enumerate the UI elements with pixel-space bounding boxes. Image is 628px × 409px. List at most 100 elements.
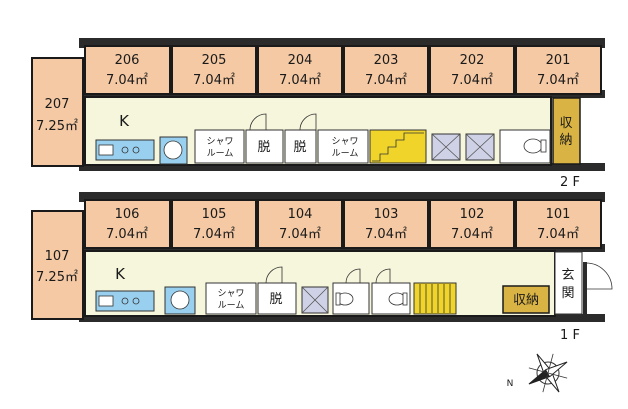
room-204-number: 204 [288, 53, 313, 68]
stove-icon-2f-a [121, 146, 129, 154]
storage-2f-line2: 納 [559, 133, 572, 148]
door-swing-1f-2 [345, 268, 361, 284]
staircase-2f [369, 129, 427, 164]
shower-2f-1-line1: シャワ [206, 137, 233, 147]
room-204-area: 7.04㎡ [279, 73, 321, 88]
shower-2f-2-line1: シャワ [331, 137, 358, 147]
wall-1f-top [79, 192, 605, 202]
room-207 [31, 57, 84, 167]
entrance-door-swing [585, 262, 613, 290]
room-203-number: 203 [374, 53, 399, 68]
wall-2f-top [79, 38, 605, 48]
room-101-area: 7.04㎡ [537, 227, 579, 242]
shaft-2f-1-cross-icon [431, 133, 461, 161]
room-107-number: 107 [45, 249, 70, 264]
sink-1f [98, 295, 114, 307]
shower-room-1f [205, 282, 257, 315]
room-202-number: 202 [460, 53, 485, 68]
floor-label-2f: 2 F [560, 175, 580, 190]
room-104-area: 7.04㎡ [279, 227, 321, 242]
shower-2f-2-line2: ルーム [332, 148, 359, 159]
wall-1f-bottom [79, 314, 605, 322]
room-104 [257, 199, 343, 249]
room-207-number: 207 [45, 97, 70, 112]
room-207-area: 7.25㎡ [36, 119, 78, 134]
room-103-number: 103 [374, 207, 399, 222]
room-106-area: 7.04㎡ [106, 227, 148, 242]
wall-2f-bottom [79, 163, 605, 171]
toilet-icon-2f [523, 138, 543, 154]
room-102-area: 7.04㎡ [451, 227, 493, 242]
room-205 [171, 45, 257, 95]
storage-1f-label: 収納 [513, 293, 539, 308]
room-203 [343, 45, 429, 95]
changing-room-1f [257, 282, 297, 315]
compass-rose [528, 353, 568, 393]
entrance-1f [554, 251, 583, 315]
washer-drum-icon-2f [163, 140, 183, 160]
toilet-tank-icon-1f-1 [335, 292, 341, 306]
kitchen-1f-label: K [115, 265, 126, 283]
room-107-area: 7.25㎡ [36, 270, 78, 285]
sink-2f [98, 144, 114, 156]
room-201-number: 201 [546, 53, 571, 68]
room-101-number: 101 [546, 207, 571, 222]
entrance-line1: 玄 [561, 268, 574, 283]
storage-2f-line1: 収 [559, 116, 572, 131]
shower-2f-1-line2: ルーム [207, 148, 234, 159]
wall-1f-right [583, 262, 587, 314]
stove-icon-1f-a [121, 297, 129, 305]
toilet-tank-icon-1f-2 [402, 292, 408, 306]
rooms-2f: 206 7.04㎡ 205 7.04㎡ 204 7.04㎡ 203 7.04㎡ … [84, 45, 602, 95]
room-102-number: 102 [460, 207, 485, 222]
room-103-area: 7.04㎡ [365, 227, 407, 242]
shaft-2f-2-cross-icon [465, 133, 495, 161]
compass-north-arrow-icon [528, 369, 550, 384]
room-204 [257, 45, 343, 95]
stove-icon-2f-b [132, 146, 140, 154]
room-205-number: 205 [202, 53, 227, 68]
room-105-area: 7.04㎡ [193, 227, 235, 242]
door-swing-1f-3 [375, 268, 391, 284]
room-205-area: 7.04㎡ [193, 73, 235, 88]
room-101 [515, 199, 602, 249]
rooms-1f: 106 7.04㎡ 105 7.04㎡ 104 7.04㎡ 103 7.04㎡ … [84, 199, 602, 249]
room-201 [515, 45, 602, 95]
stove-icon-1f-b [132, 297, 140, 305]
room-105 [171, 199, 257, 249]
floor-label-1f: 1 F [560, 328, 580, 343]
compass-diagonals [528, 353, 568, 393]
kitchen-2f-label: K [119, 112, 130, 130]
stair-steps-icon-1f [419, 284, 451, 313]
changing-1f-label: 脱 [269, 292, 282, 307]
room-206 [84, 45, 171, 95]
room-201-area: 7.04㎡ [537, 73, 579, 88]
floor-2f: 207 7.25㎡ 206 7.04㎡ 205 7.04㎡ 204 7.04㎡ … [31, 38, 605, 190]
changing-room-2f-1 [245, 129, 284, 164]
room-102 [429, 199, 515, 249]
door-swing-1f-1 [265, 266, 283, 284]
entrance-line2: 関 [561, 286, 574, 301]
room-203-area: 7.04㎡ [365, 73, 407, 88]
changing-room-2f-2 [284, 129, 317, 164]
room-105-number: 105 [202, 207, 227, 222]
compass-north-label: N [507, 379, 514, 389]
storage-1f [502, 285, 550, 314]
stair-steps-icon-2f [372, 132, 424, 162]
room-206-area: 7.04㎡ [106, 73, 148, 88]
shower-room-2f-1 [194, 129, 245, 164]
shaft-1f-cross-icon [301, 286, 329, 314]
storage-2f [552, 97, 581, 165]
room-107 [31, 210, 84, 320]
shower-room-2f-2 [317, 129, 369, 164]
door-swing-2f-1 [249, 113, 267, 131]
room-106 [84, 199, 171, 249]
room-104-number: 104 [288, 207, 313, 222]
staircase-1f [413, 282, 457, 315]
room-206-number: 206 [115, 53, 140, 68]
shower-1f-line1: シャワ [217, 289, 244, 299]
door-swing-2f-2 [299, 113, 317, 131]
toilet-tank-icon-2f [540, 139, 547, 153]
room-103 [343, 199, 429, 249]
